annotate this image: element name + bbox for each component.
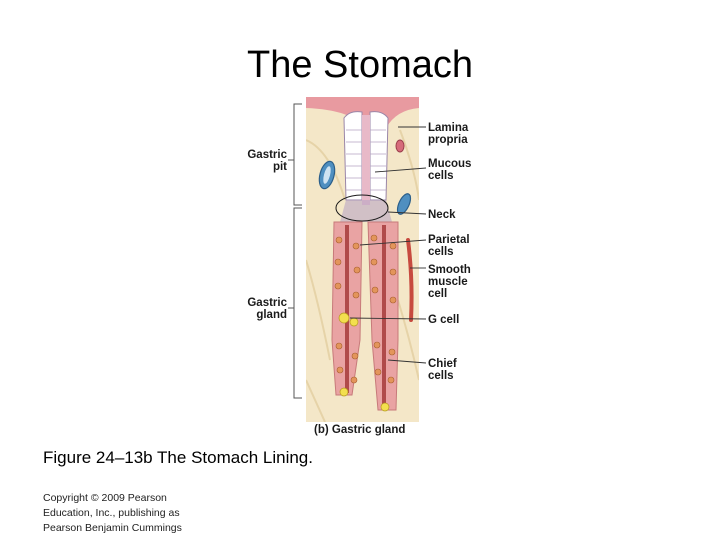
- label-gastric-pit: Gastric pit: [236, 149, 287, 173]
- label-mucous-cells-line1: Mucous: [428, 158, 472, 170]
- figure-caption: Figure 24–13b The Stomach Lining.: [43, 448, 313, 467]
- copyright-line2: Education, Inc., publishing as: [43, 507, 180, 519]
- label-g-cell: G cell: [428, 314, 459, 326]
- slide-title: The Stomach: [247, 44, 473, 86]
- gastric-pit-bracket: [288, 103, 302, 206]
- copyright-line3: Pearson Benjamin Cummings: [43, 522, 182, 534]
- label-mucous-cells-line2: cells: [428, 170, 454, 182]
- gastric-gland-bracket: [288, 207, 302, 399]
- label-lamina-propria-line1: Lamina: [428, 122, 469, 134]
- label-parietal-cells-line2: cells: [428, 246, 454, 258]
- label-g-cell-line1: G cell: [428, 314, 460, 326]
- label-neck-line1: Neck: [428, 209, 456, 221]
- label-smooth-muscle-line3: cell: [428, 288, 448, 300]
- label-lamina-propria-line2: propria: [428, 134, 468, 146]
- label-gastric-gland-line1: Gastric: [247, 297, 287, 309]
- label-smooth-muscle-cell: Smooth muscle cell: [428, 264, 471, 300]
- label-chief-cells-line2: cells: [428, 370, 454, 382]
- label-parietal-cells-line1: Parietal: [428, 234, 470, 246]
- label-gastric-gland: Gastric gland: [236, 297, 287, 321]
- label-lamina-propria: Lamina propria: [428, 122, 468, 146]
- figure-subcaption: (b) Gastric gland: [314, 424, 406, 436]
- leader-lines: [349, 126, 427, 364]
- label-chief-cells: Chief cells: [428, 358, 457, 382]
- tissue-panel: [306, 97, 419, 422]
- label-chief-cells-line1: Chief: [428, 358, 457, 370]
- copyright-notice: Copyright © 2009 Pearson Education, Inc.…: [43, 491, 213, 536]
- label-parietal-cells: Parietal cells: [428, 234, 470, 258]
- label-smooth-muscle-line1: Smooth: [428, 264, 471, 276]
- label-mucous-cells: Mucous cells: [428, 158, 471, 182]
- label-neck: Neck: [428, 209, 456, 221]
- label-smooth-muscle-line2: muscle: [428, 276, 468, 288]
- label-gastric-gland-line2: gland: [256, 309, 287, 321]
- label-gastric-pit-line1: Gastric: [247, 149, 287, 161]
- copyright-line1: Copyright © 2009 Pearson: [43, 492, 167, 504]
- label-gastric-pit-line2: pit: [272, 161, 287, 173]
